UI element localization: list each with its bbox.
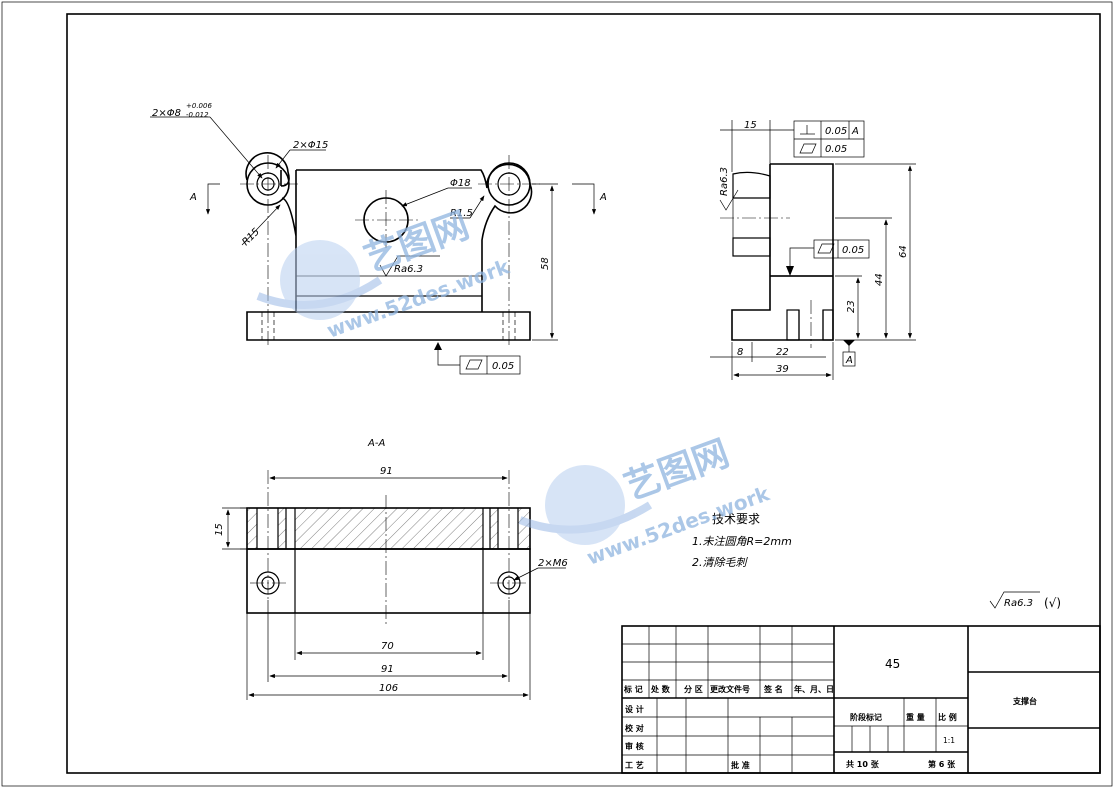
tb-r-design: 设 计 (625, 704, 644, 714)
section-dim-70: 70 (381, 641, 394, 652)
side-dim-64: 64 (898, 245, 909, 258)
front-flatness-value: 0.05 (492, 361, 514, 372)
side-datum-a: A (845, 355, 853, 366)
tb-h-count: 处 数 (650, 684, 671, 694)
front-section-mark-left: A (189, 192, 197, 203)
tech-req-heading: 技术要求 (712, 512, 760, 526)
side-perp-datum: A (851, 126, 859, 137)
title-block (621, 625, 1101, 774)
tb-r-process: 工 艺 (625, 760, 644, 770)
side-dim-22: 22 (776, 347, 789, 358)
front-r15: R15 (240, 226, 262, 248)
tb-scale: 1:1 (943, 736, 955, 745)
tb-stage: 阶段标记 (850, 712, 882, 722)
surface-roughness-icon (989, 591, 1040, 609)
tb-sheets-total: 共 10 张 (846, 759, 880, 769)
side-roughness: Ra6.3 (719, 167, 730, 196)
front-r1-5: R1.5 (450, 208, 473, 219)
side-flat-mid-value: 0.05 (842, 245, 864, 256)
tb-h-sign: 签 名 (763, 684, 783, 694)
front-height-58: 58 (540, 257, 551, 270)
side-view (710, 120, 916, 380)
tb-h-mark: 标 记 (623, 684, 643, 694)
side-flat-top-value: 0.05 (825, 144, 847, 155)
front-cb-callout: 2×Φ15 (293, 140, 328, 151)
tb-h-date: 年、月、日 (794, 684, 834, 694)
tb-h-doc: 更改文件号 (710, 684, 750, 694)
section-view (222, 470, 566, 700)
front-hole-callout: 2×Φ8 (152, 108, 181, 119)
front-roughness: Ra6.3 (394, 264, 423, 275)
section-dim-91-top: 91 (380, 466, 393, 477)
front-dia18: Φ18 (450, 178, 471, 189)
tb-part-name: 支撑台 (1012, 696, 1037, 706)
front-tol-lower: -0.012 (186, 111, 209, 119)
section-thread: 2×M6 (538, 558, 568, 569)
tb-sheet-no: 第 6 张 (928, 759, 956, 769)
front-tol-upper: +0.006 (186, 102, 212, 110)
tb-weight: 重 量 (906, 712, 925, 722)
watermark-2 (518, 465, 653, 545)
side-dim-44: 44 (874, 273, 885, 286)
side-dim-8: 8 (737, 347, 743, 358)
side-dim-15: 15 (744, 120, 757, 131)
front-section-mark-right: A (599, 192, 607, 203)
section-title: A-A (367, 438, 385, 449)
side-perp-value: 0.05 (825, 126, 847, 137)
tb-r-review: 审 核 (625, 741, 644, 751)
side-dim-39: 39 (776, 364, 789, 375)
section-dim-15: 15 (214, 523, 225, 536)
front-flatness-frame (459, 355, 521, 375)
surface-general-suffix: (√) (1044, 596, 1061, 610)
tb-h-zone: 分 区 (684, 684, 703, 694)
tech-req-item-1: 1.未注圆角R=2mm (692, 535, 792, 548)
tech-req-item-2: 2.清除毛刺 (692, 556, 748, 569)
watermark-brand-2: 艺图网 (619, 433, 735, 508)
tb-material: 45 (885, 657, 900, 671)
side-dim-23: 23 (846, 300, 857, 313)
tb-r-check: 校 对 (625, 723, 644, 733)
surface-general-value: Ra6.3 (1004, 598, 1033, 609)
sheet-frame (66, 13, 1101, 774)
tb-approve: 批 准 (731, 760, 750, 770)
watermark-1 (256, 240, 383, 320)
section-dim-106: 106 (379, 683, 398, 694)
tb-scale-label: 比 例 (938, 712, 957, 722)
section-dim-91: 91 (381, 664, 394, 675)
